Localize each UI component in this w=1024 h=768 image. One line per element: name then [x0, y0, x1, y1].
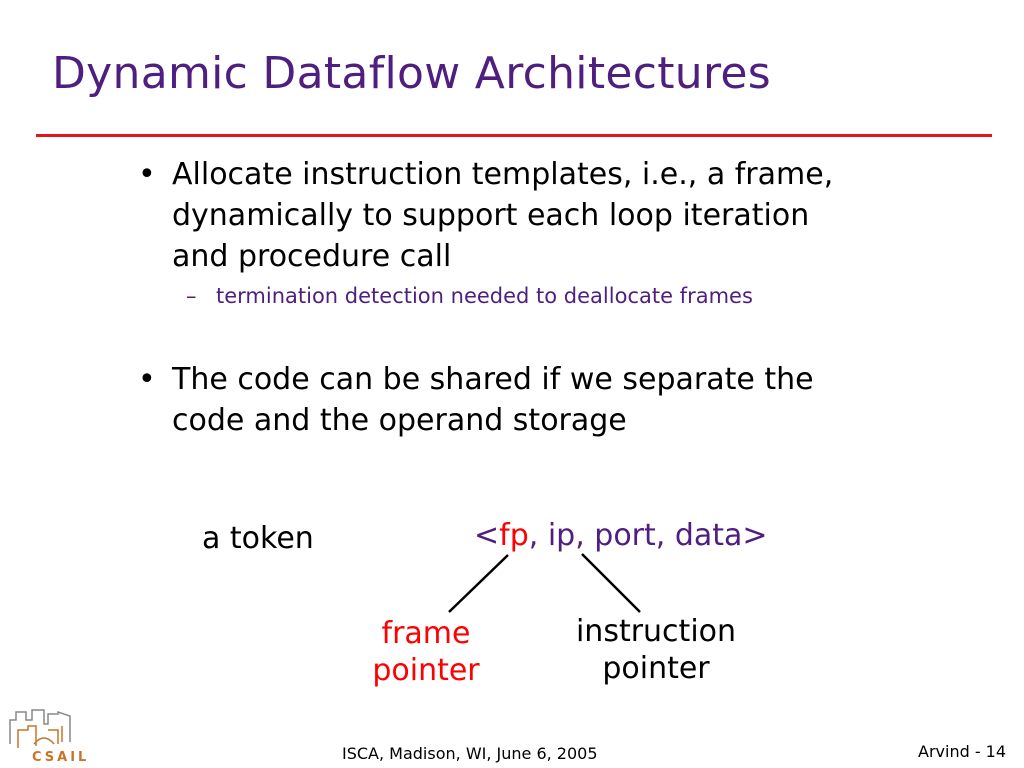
tuple-rest: , ip, port, data> [528, 518, 768, 553]
token-label: a token [202, 521, 314, 556]
label-line: pointer [602, 651, 710, 686]
dash-icon: – [186, 284, 197, 308]
bullet-line: code and the operand storage [172, 403, 627, 438]
footer-text: ISCA, Madison, WI, June 6, 2005 [342, 744, 598, 763]
bullet-line: and procedure call [172, 239, 452, 274]
ip-line [581, 553, 641, 613]
token-tuple: <fp, ip, port, data> [474, 518, 768, 553]
tuple-open: < [474, 518, 500, 553]
csail-logo: CSAIL [4, 704, 86, 768]
csail-logo-icon [9, 709, 71, 748]
bullet-2: • The code can be shared if we separate … [138, 359, 814, 441]
logo-text: CSAIL [32, 750, 90, 765]
fp-line [448, 554, 509, 613]
tuple-fp: fp [499, 518, 529, 553]
frame-pointer-label: frame pointer [364, 615, 488, 689]
slide-title: Dynamic Dataflow Architectures [52, 48, 771, 99]
sub-bullet-text: termination detection needed to dealloca… [216, 284, 753, 308]
bullet-icon: • [138, 157, 156, 192]
sub-bullet: – termination detection needed to deallo… [186, 284, 753, 308]
title-divider [36, 134, 992, 137]
label-line: pointer [372, 653, 480, 688]
bullet-icon: • [138, 362, 156, 397]
bullet-1: • Allocate instruction templates, i.e., … [138, 154, 834, 277]
label-line: instruction [575, 614, 737, 649]
bullet-line: The code can be shared if we separate th… [172, 362, 814, 397]
page-number: Arvind - 14 [918, 742, 1007, 761]
bullet-line: dynamically to support each loop iterati… [172, 198, 810, 233]
bullet-line: Allocate instruction templates, i.e., a … [172, 157, 834, 192]
label-line: frame [381, 616, 471, 651]
instruction-pointer-label: instruction pointer [556, 613, 756, 687]
